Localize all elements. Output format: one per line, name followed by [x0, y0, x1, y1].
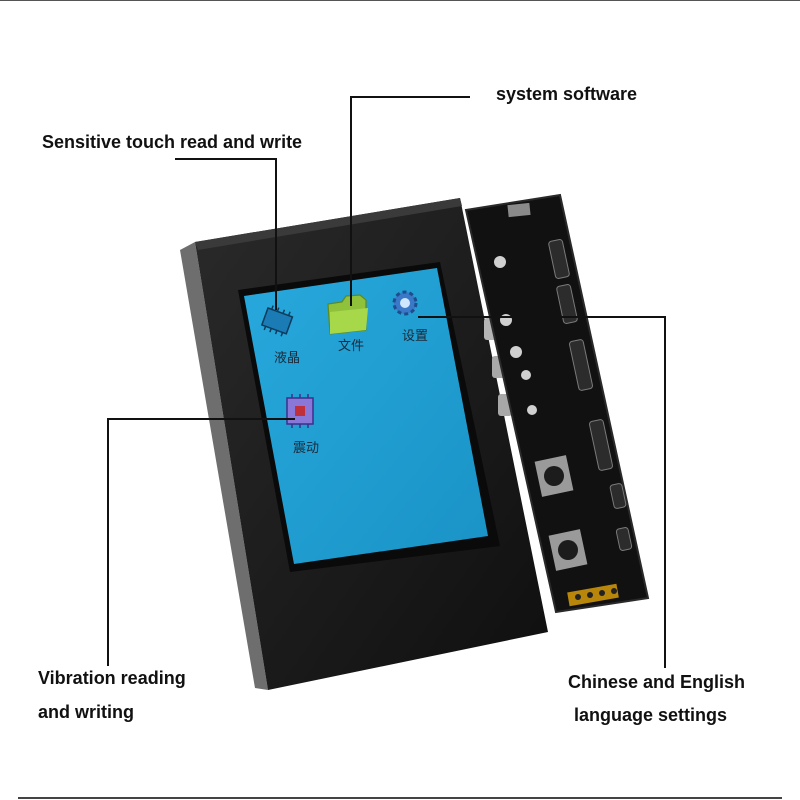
callout-vibration-line2: and writing [38, 702, 134, 722]
device-screen [244, 268, 488, 564]
processor-icon [286, 394, 314, 428]
leader-vibration-v [107, 418, 109, 666]
callout-language-line2: language settings [574, 705, 728, 725]
screen-label-lcd: 液晶 [274, 351, 300, 366]
leader-vibration-h [107, 418, 295, 420]
screen-label-vibration: 震动 [293, 441, 319, 456]
callout-language-line1: Chinese and English [568, 672, 746, 692]
pcb-adapter-board [464, 193, 650, 614]
leader-system-software-h [350, 96, 470, 98]
leader-touch-h [175, 158, 277, 160]
callout-touch: Sensitive touch read and write [42, 132, 303, 152]
screen-label-file: 文件 [338, 339, 364, 354]
chip-icon [260, 305, 294, 337]
device-side-edge [180, 242, 268, 690]
pcb-buttons [534, 455, 588, 571]
bottom-rule [18, 797, 782, 799]
leader-system-software-v [350, 96, 352, 306]
gear-icon [392, 290, 418, 316]
callout-vibration-line1: Vibration reading [38, 668, 186, 688]
pcb-pin-header [567, 583, 619, 607]
screen-label-settings: 设置 [402, 329, 428, 344]
leader-language-h [418, 316, 666, 318]
top-rule [0, 0, 800, 1]
leader-language-v [664, 316, 666, 668]
leader-touch-v [275, 158, 277, 310]
folder-icon [327, 294, 368, 335]
callout-system-software: system software [496, 84, 638, 104]
